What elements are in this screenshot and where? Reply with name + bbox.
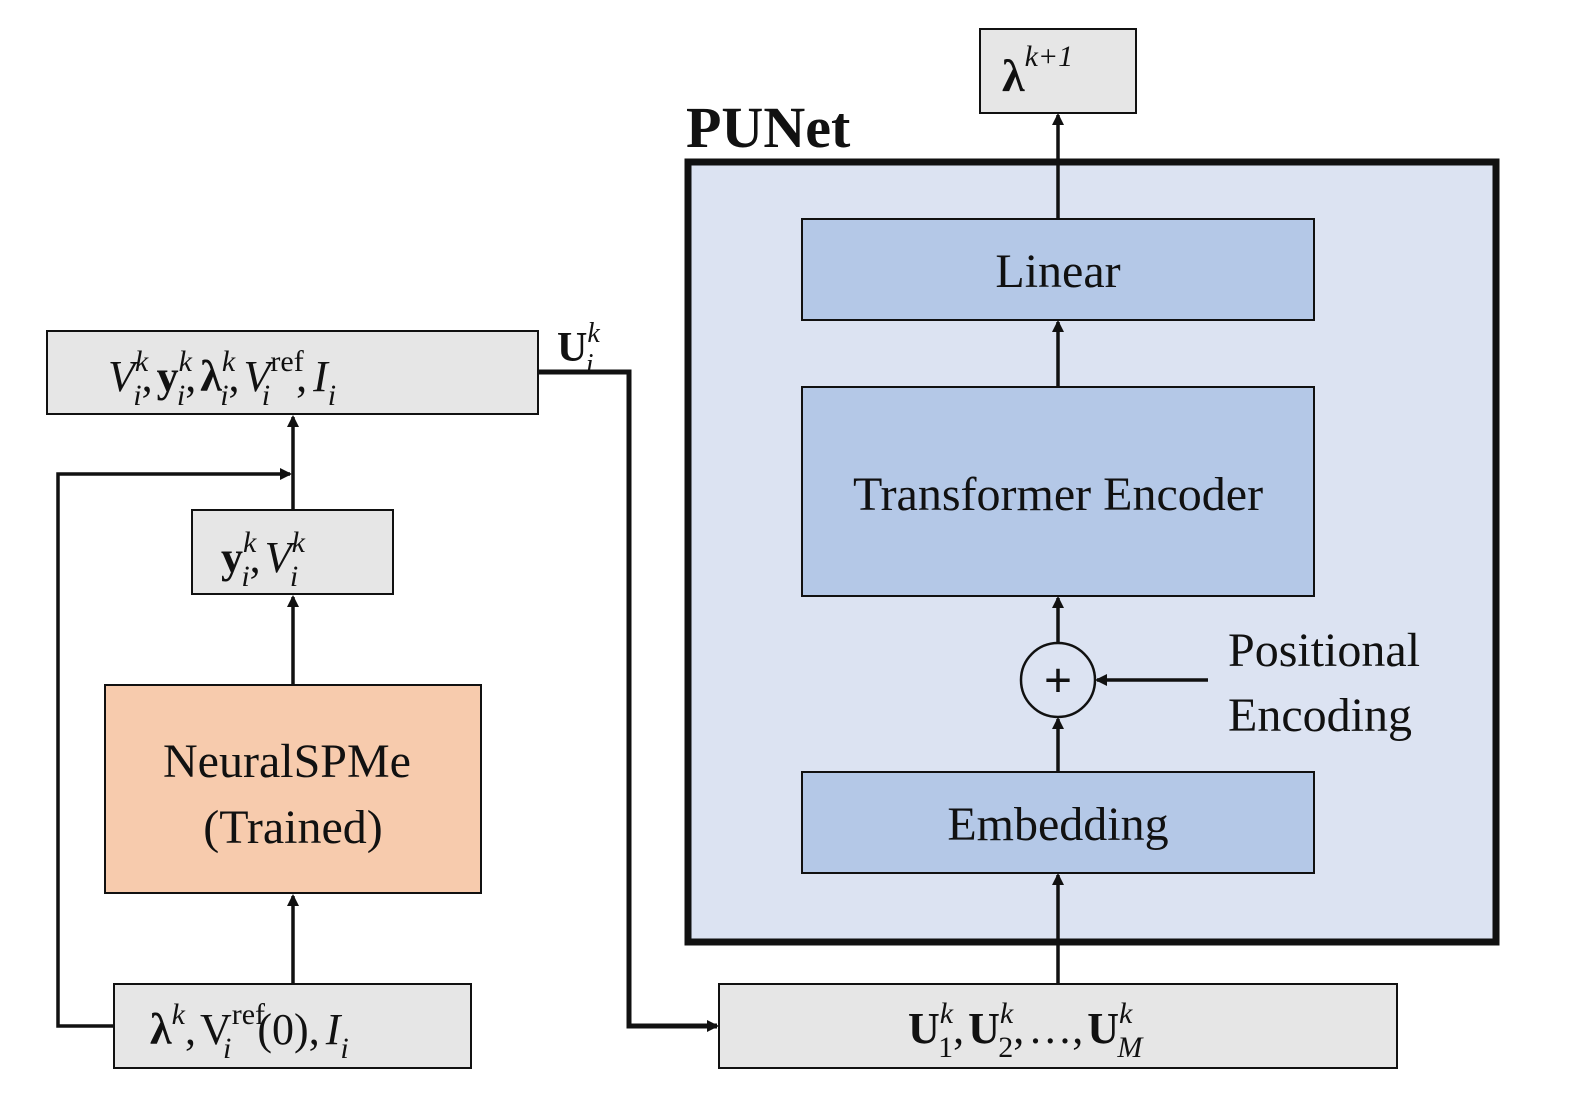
output-yv-box (191, 509, 394, 595)
output-lambda-box (979, 28, 1137, 114)
linear-block (801, 218, 1315, 321)
neuralspme-block (104, 684, 482, 894)
neuralspme-label: NeuralSPMe (Trained) (163, 735, 423, 854)
punet-title: PUNet (686, 95, 851, 160)
output-lambda-label: λk+1 (1002, 40, 1073, 101)
arrow-state-to-u-sequence (538, 369, 719, 1032)
plus-icon: + (1044, 652, 1073, 708)
linear-label: Linear (995, 245, 1120, 298)
positional-encoding-label: Positional Encoding (1228, 624, 1432, 742)
embedding-block (801, 771, 1315, 874)
transformer-encoder-label: Transformer Encoder (853, 468, 1263, 521)
u-sequence-box (718, 983, 1398, 1069)
neuralspme-line2: (Trained) (203, 801, 383, 854)
embedding-label: Embedding (947, 798, 1168, 851)
neuralspme-line1: NeuralSPMe (163, 735, 411, 788)
positional-encoding-line2: Encoding (1228, 689, 1412, 742)
state-box (46, 330, 539, 415)
skip-connection-line (56, 468, 292, 1028)
positional-encoding-line1: Positional (1228, 624, 1420, 677)
